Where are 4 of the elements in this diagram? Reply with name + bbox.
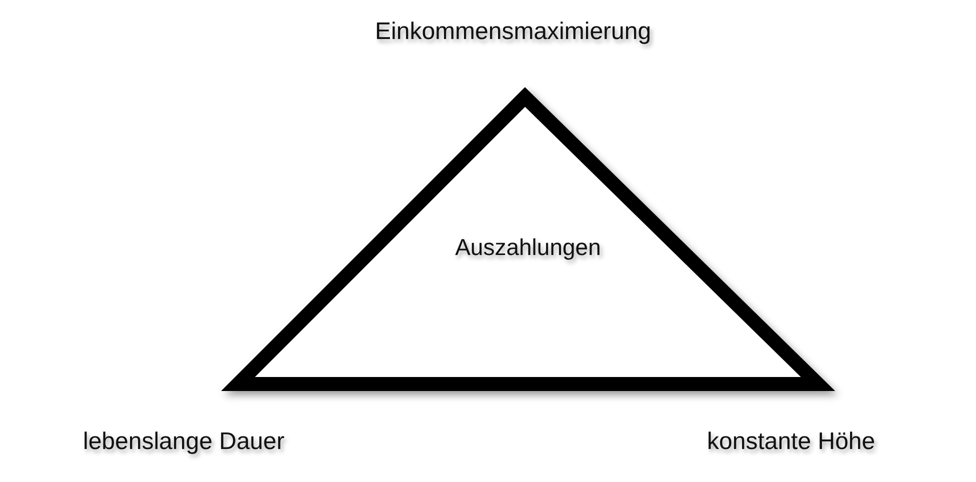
corner-label: konstante Höhe	[707, 428, 876, 456]
corner-label: lebenslange Dauer	[83, 428, 284, 456]
node-label: Auszahlungen	[455, 234, 601, 260]
corner-label: Einkommensmaximierung	[375, 18, 652, 46]
